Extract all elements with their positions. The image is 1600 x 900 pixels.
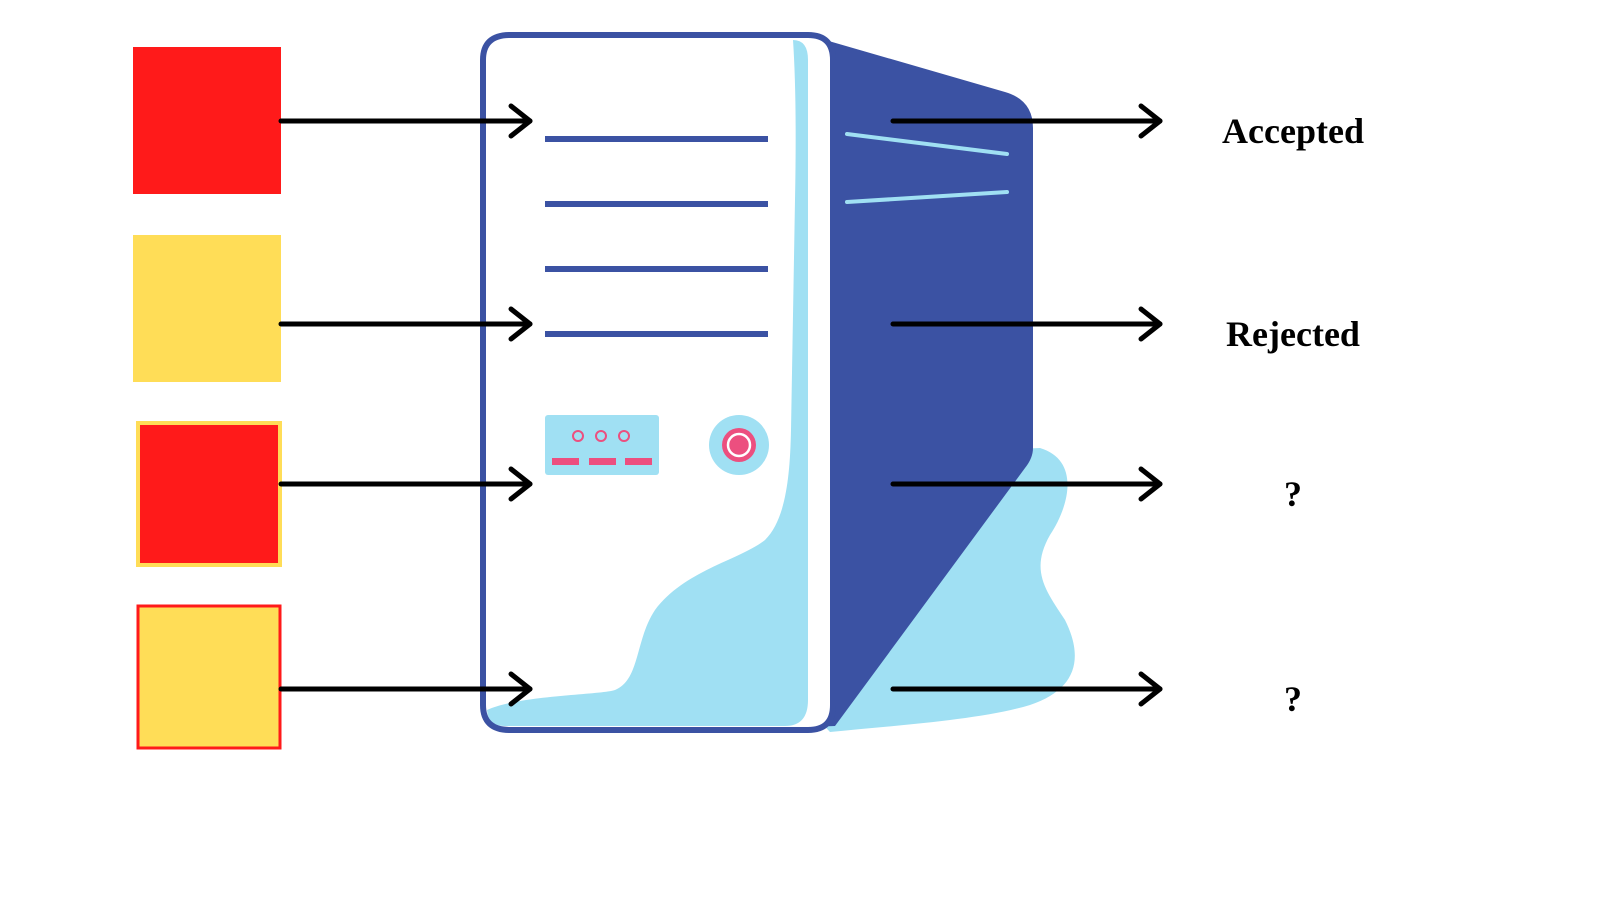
output-label-unknown-1: ? [1284, 474, 1302, 514]
input-square-yellow [133, 235, 281, 382]
output-arrow-1 [890, 103, 1163, 139]
server-front-swoosh [487, 40, 808, 726]
input-square-yellow-red-border [136, 604, 282, 750]
output-label-accepted: Accepted [1222, 111, 1364, 151]
input-arrows [278, 103, 533, 707]
output-arrow-2 [890, 306, 1163, 342]
output-label-rejected: Rejected [1226, 314, 1360, 354]
server-tower-icon [480, 32, 1075, 733]
input-arrow-3 [278, 466, 533, 502]
input-square-red-yellow-border [136, 421, 282, 567]
output-arrows [890, 103, 1163, 707]
input-arrow-1 [278, 103, 533, 139]
server-side-highlights [845, 132, 1009, 204]
input-squares [133, 47, 282, 750]
output-label-unknown-2: ? [1284, 679, 1302, 719]
output-arrow-3 [890, 466, 1163, 502]
server-side-panel [808, 35, 1033, 727]
input-arrow-4 [278, 671, 533, 707]
input-square-red [133, 47, 281, 194]
server-front-outline [480, 32, 836, 733]
power-button-icon [709, 415, 769, 475]
output-labels: Accepted Rejected ? ? [1222, 111, 1364, 719]
input-arrow-2 [278, 306, 533, 342]
output-arrow-4 [890, 671, 1163, 707]
server-drive-bay [545, 415, 659, 475]
server-vent-lines [545, 136, 768, 337]
